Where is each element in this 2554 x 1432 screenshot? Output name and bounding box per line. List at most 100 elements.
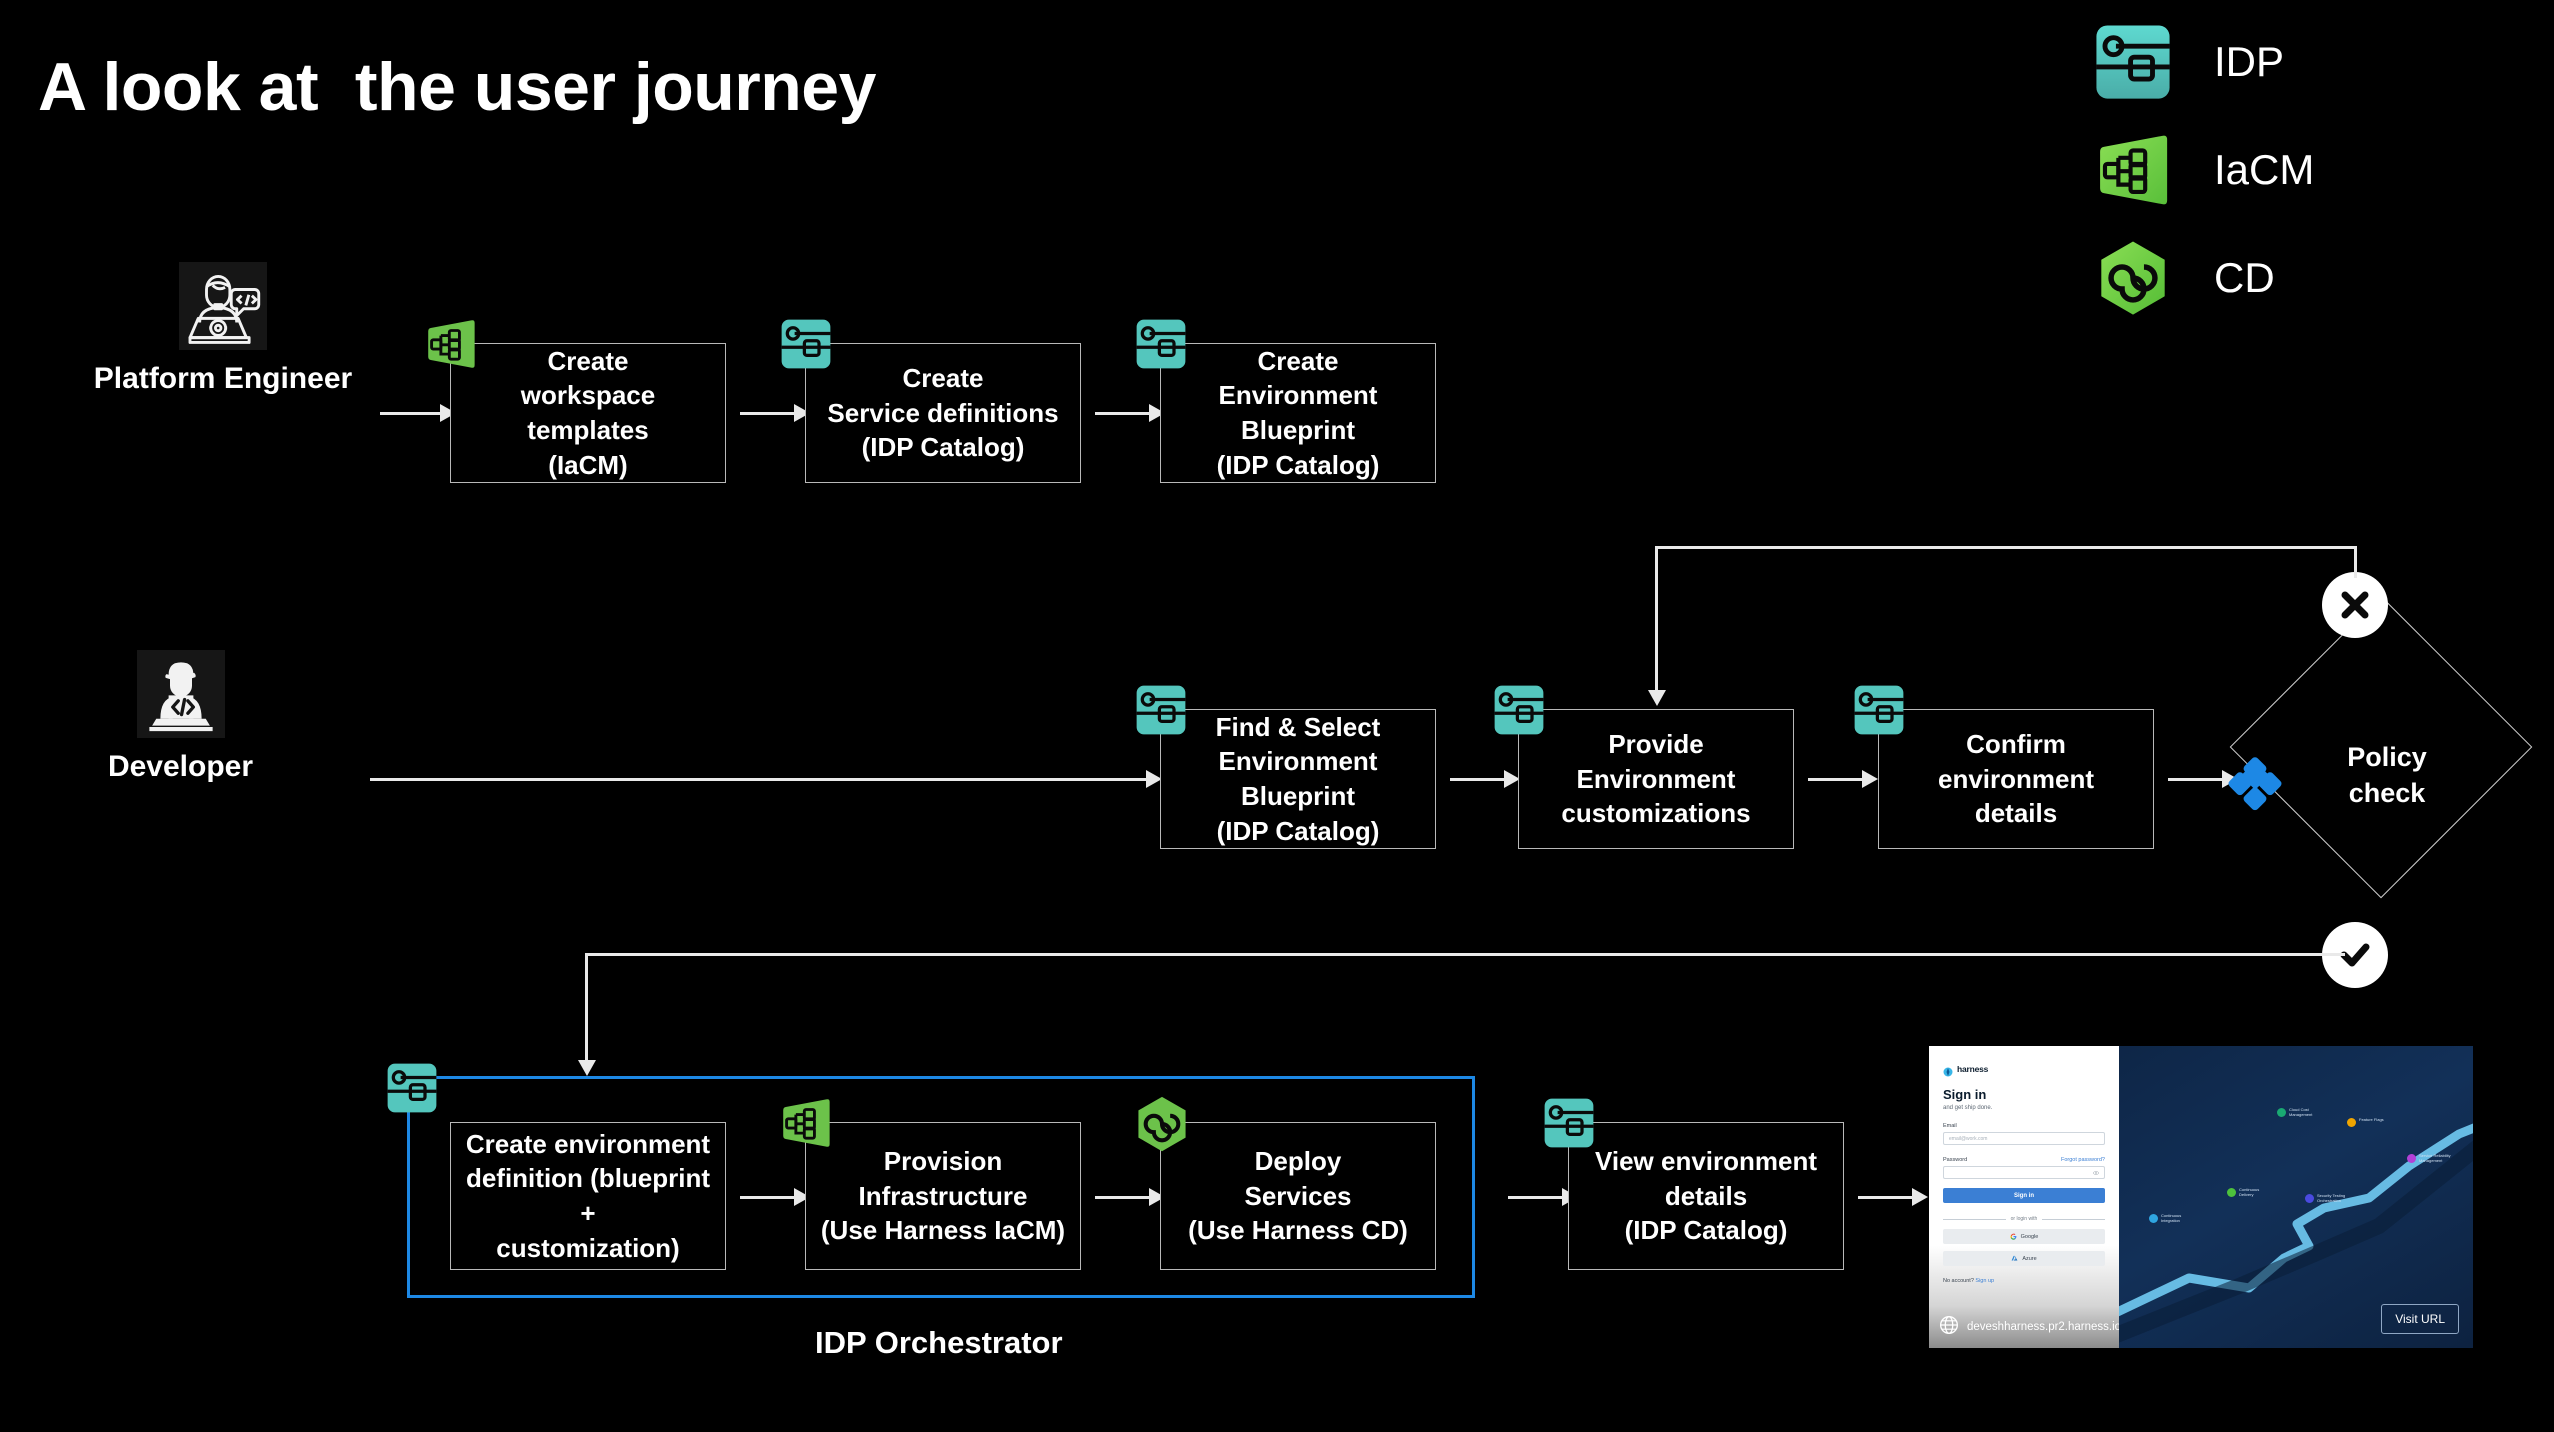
- azure-icon: [2011, 1255, 2018, 1262]
- node-confirm-environment-details[interactable]: Confirm environment details: [1854, 685, 2154, 849]
- no-account-label: No account?: [1943, 1278, 1974, 1284]
- eye-icon[interactable]: [2093, 1170, 2099, 1176]
- pin-dot: [2347, 1118, 2356, 1127]
- node-view-environment-details[interactable]: View environment details (IDP Catalog): [1544, 1098, 1844, 1270]
- pin-dot: [2149, 1214, 2158, 1223]
- cross-icon: [2322, 572, 2388, 638]
- azure-login-button[interactable]: Azure: [1943, 1251, 2105, 1266]
- connector-deploy-to-view: [1508, 1196, 1564, 1199]
- signin-subheading: and get ship done.: [1943, 1105, 1993, 1111]
- pin-cloud-cost-management: Cloud Cost Management: [2277, 1107, 2312, 1117]
- connector-create-to-provision: [740, 1196, 796, 1199]
- node-create-workspace-templates[interactable]: Create workspace templates (IaCM): [428, 320, 726, 483]
- google-login-button[interactable]: Google: [1943, 1229, 2105, 1244]
- harness-logo: harness: [1943, 1064, 2105, 1077]
- node-provision-infrastructure[interactable]: Provision Infrastructure (Use Harness Ia…: [783, 1099, 1081, 1270]
- connector-pe-to-box1: [380, 412, 442, 415]
- node-label: Create environment definition (blueprint…: [465, 1128, 711, 1263]
- check-icon: [2322, 922, 2388, 988]
- pin-security-testing-orchestration: Security Testing Orchestration: [2305, 1193, 2346, 1203]
- url-text: deveshharness.pr2.harness.io: [1967, 1321, 2122, 1333]
- pin-label: Service Reliability Management: [2419, 1153, 2451, 1163]
- iacm-icon: [779, 1093, 833, 1153]
- platform-engineer-avatar: [179, 262, 267, 350]
- divider-line-left: [1943, 1218, 2006, 1220]
- login-panel: harness Sign in and get ship done. Email…: [1929, 1046, 2122, 1348]
- connector-dev-to-find-select: [370, 778, 1150, 781]
- arrowhead-dev-to-find-select: [1146, 770, 1162, 788]
- password-field[interactable]: [1943, 1166, 2105, 1179]
- node-find-select-environment-blueprint[interactable]: Find & Select Environment Blueprint (IDP…: [1136, 685, 1436, 849]
- node-label: Provide Environment customizations: [1561, 729, 1751, 829]
- visit-url-button[interactable]: Visit URL: [2381, 1304, 2459, 1334]
- legend-item-cd: CD: [2094, 224, 2424, 332]
- arrowhead-provide-to-confirm: [1862, 770, 1878, 788]
- pin-dot: [2277, 1108, 2286, 1117]
- pin-label: Continuous Integration: [2161, 1213, 2182, 1223]
- journey-path-illustration: [2119, 1123, 2473, 1343]
- node-label: Provision Infrastructure (Use Harness Ia…: [820, 1146, 1066, 1246]
- node-label: Find & Select Environment Blueprint (IDP…: [1215, 711, 1381, 846]
- legend-item-iacm: IaCM: [2094, 116, 2424, 224]
- connector-box1-to-box2: [740, 412, 796, 415]
- persona-platform-engineer: Platform Engineer: [83, 262, 363, 396]
- legend-label-idp: IDP: [2214, 38, 2285, 85]
- node-deploy-services[interactable]: Deploy Services (Use Harness CD): [1138, 1096, 1436, 1270]
- cd-icon: [1133, 1095, 1191, 1153]
- node-label: Confirm environment details: [1937, 729, 2095, 829]
- node-label: View environment details (IDP Catalog): [1594, 1146, 1818, 1246]
- idp-icon: [2094, 23, 2172, 101]
- pin-label: Feature Flags: [2359, 1117, 2384, 1122]
- pin-continuous-delivery: Continuous Delivery: [2227, 1187, 2260, 1197]
- idp-icon: [386, 1062, 438, 1114]
- connector-policy-pass-down: [585, 953, 588, 1065]
- azure-login-label: Azure: [2022, 1255, 2037, 1262]
- pin-label: Continuous Delivery: [2239, 1187, 2260, 1197]
- arrowhead-policy-pass: [578, 1060, 596, 1076]
- node-create-environment-blueprint[interactable]: Create Environment Blueprint (IDP Catalo…: [1136, 319, 1436, 483]
- node-create-environment-definition[interactable]: Create environment definition (blueprint…: [450, 1122, 726, 1270]
- idp-icon: [1135, 684, 1187, 736]
- idp-icon: [1543, 1097, 1595, 1149]
- connector-box2-to-box3: [1095, 412, 1151, 415]
- connector-confirm-to-policy: [2168, 778, 2224, 781]
- connector-policy-fail-left: [1655, 546, 2357, 549]
- idp-icon: [1493, 684, 1545, 736]
- login-illustration: Continuous Integration Continuous Delive…: [2119, 1046, 2473, 1348]
- node-create-service-definitions[interactable]: Create Service definitions (IDP Catalog): [781, 319, 1081, 483]
- email-field[interactable]: email@work.com: [1943, 1132, 2105, 1145]
- legend: IDP IaCM: [2094, 8, 2424, 332]
- sign-up-link[interactable]: Sign up: [1975, 1278, 1995, 1284]
- node-label: Create workspace templates (IaCM): [520, 345, 656, 480]
- pin-label: Security Testing Orchestration: [2317, 1193, 2346, 1203]
- iacm-icon: [2094, 131, 2172, 209]
- google-login-label: Google: [2020, 1233, 2039, 1240]
- google-icon: [2010, 1233, 2017, 1240]
- connector-provide-to-confirm: [1808, 778, 1864, 781]
- url-bar: deveshharness.pr2.harness.io: [1929, 1306, 2122, 1348]
- group-idp-orchestrator: [407, 1076, 1475, 1298]
- forgot-password-link[interactable]: Forgot password?: [2060, 1157, 2105, 1163]
- pin-dot: [2407, 1154, 2416, 1163]
- harness-login-screenshot[interactable]: harness Sign in and get ship done. Email…: [1929, 1046, 2473, 1348]
- arrowhead-view-to-thumbnail: [1912, 1188, 1928, 1206]
- node-provide-environment-customizations[interactable]: Provide Environment customizations: [1494, 685, 1794, 849]
- page-title: A look at the user journey: [38, 49, 876, 125]
- idp-icon: [1853, 684, 1905, 736]
- connector-policy-fail-up: [2354, 548, 2357, 578]
- pin-dot: [2227, 1188, 2236, 1197]
- persona-label-platform-engineer: Platform Engineer: [93, 362, 353, 395]
- connector-find-to-provide: [1450, 778, 1506, 781]
- signin-button[interactable]: Sign in: [1943, 1188, 2105, 1203]
- legend-label-cd: CD: [2214, 254, 2275, 301]
- divider-label: or login with: [2010, 1216, 2038, 1222]
- signin-heading: Sign in: [1943, 1087, 1987, 1102]
- legend-item-idp: IDP: [2094, 8, 2424, 116]
- connector-view-to-thumbnail: [1858, 1196, 1914, 1199]
- password-label: Password: [1943, 1157, 1968, 1163]
- globe-icon: [1939, 1315, 1959, 1340]
- divider-or-login-with: or login with: [1943, 1216, 2105, 1222]
- connector-policy-pass-left: [585, 953, 2345, 956]
- decision-label: Policy check: [2347, 742, 2427, 808]
- connector-provision-to-deploy: [1095, 1196, 1151, 1199]
